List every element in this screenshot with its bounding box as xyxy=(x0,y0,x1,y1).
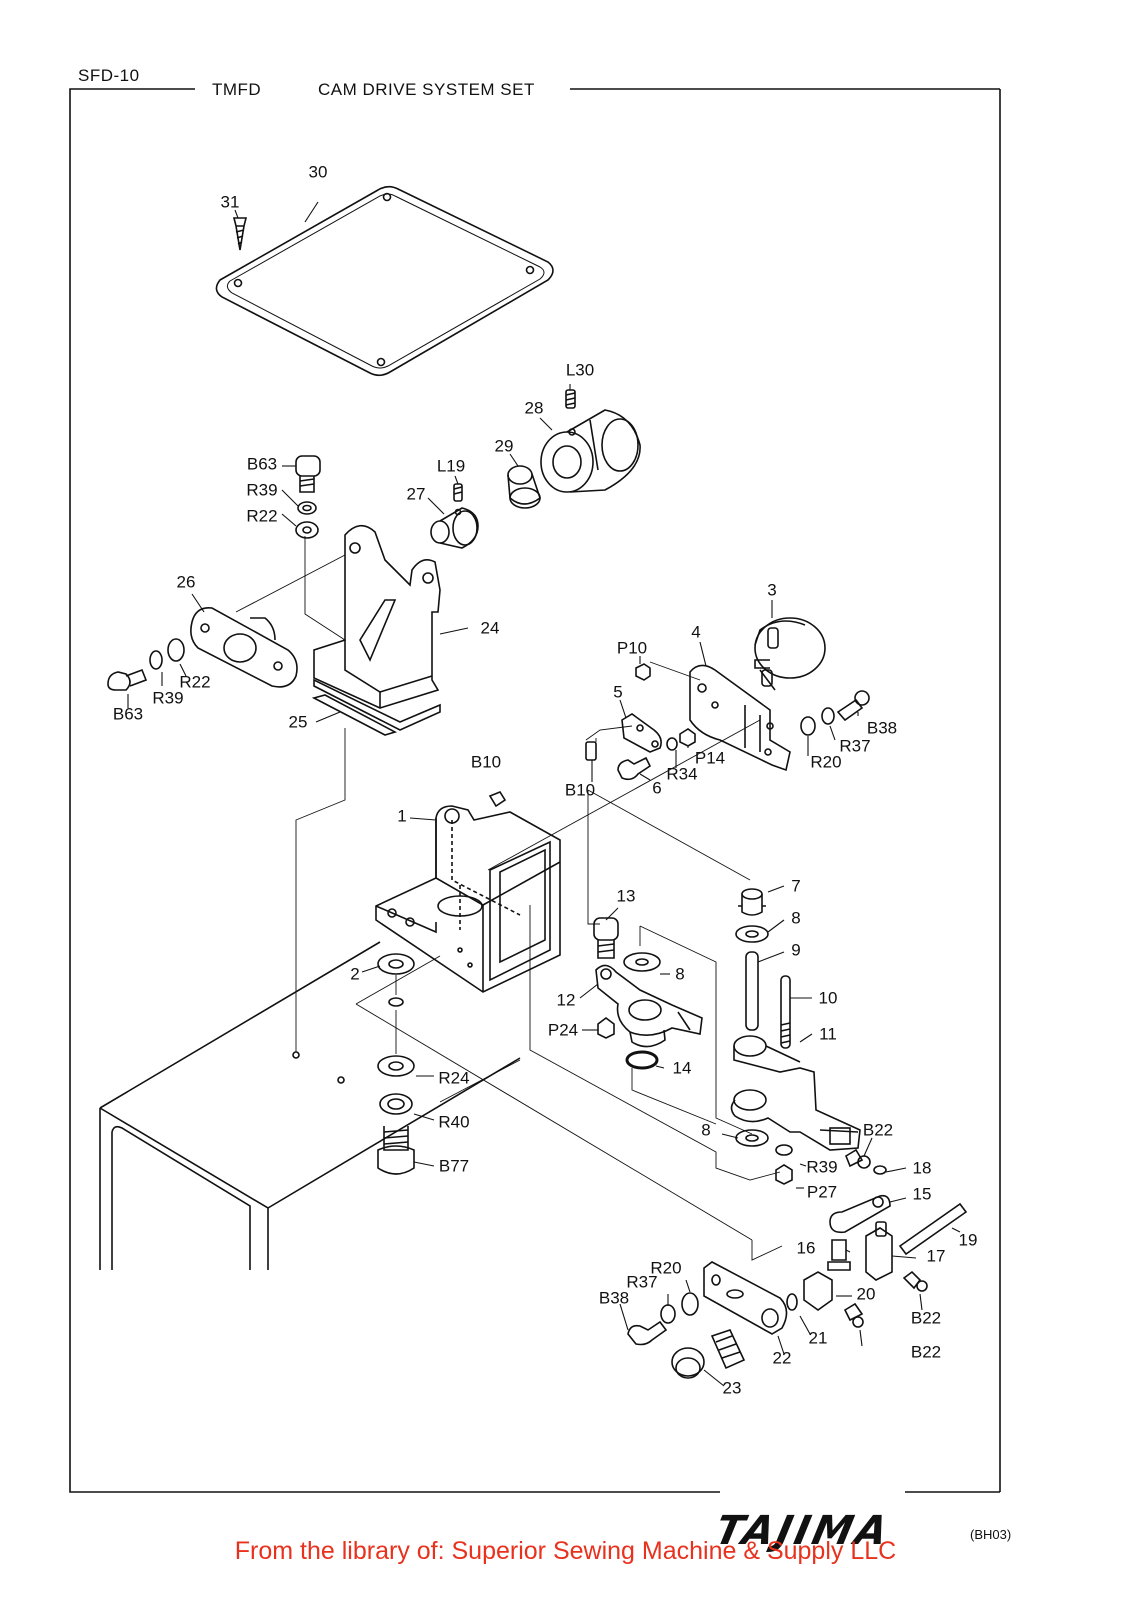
callout-label: B38 xyxy=(866,718,898,738)
callout-label: 2 xyxy=(350,964,360,984)
callout-label: 27 xyxy=(406,484,426,504)
part-collar-27 xyxy=(430,507,479,549)
callout-label: 29 xyxy=(494,436,514,456)
page-code: (BH03) xyxy=(970,1527,1012,1542)
callout-label: B10 xyxy=(564,780,596,800)
part-bushing-29 xyxy=(507,465,541,509)
callout-label: 1 xyxy=(397,806,407,826)
callout-label: 7 xyxy=(791,876,801,896)
part-screw-31 xyxy=(232,217,248,251)
callout-label: R39 xyxy=(246,480,278,500)
part-bracket-24 xyxy=(313,524,441,709)
part-coupling-28 xyxy=(540,409,641,493)
callout-label: 30 xyxy=(308,162,328,182)
callout-label: 19 xyxy=(958,1230,978,1250)
part-shim-25 xyxy=(313,678,441,731)
part-bushing-7 xyxy=(738,888,766,916)
page-title: CAM DRIVE SYSTEM SET xyxy=(310,80,543,100)
callout-label: B38 xyxy=(598,1288,630,1308)
callout-label: B77 xyxy=(438,1156,470,1176)
part-block-17 xyxy=(865,1227,893,1281)
callout-label: R22 xyxy=(179,672,211,692)
callout-label: L19 xyxy=(436,456,466,476)
callout-label: R39 xyxy=(152,688,184,708)
callout-label: B22 xyxy=(862,1120,894,1140)
callout-label: R37 xyxy=(626,1272,658,1292)
callout-label: R20 xyxy=(650,1258,682,1278)
part-bolt-b63-top xyxy=(295,455,321,493)
callout-label: L30 xyxy=(565,360,595,380)
callout-label: R20 xyxy=(810,752,842,772)
part-lever-5 xyxy=(621,713,662,753)
part-screw-b10 xyxy=(585,741,597,761)
part-lever-12 xyxy=(595,964,703,1048)
callout-label: B63 xyxy=(112,704,144,724)
part-motor-3 xyxy=(754,617,826,691)
callout-label: 9 xyxy=(791,940,801,960)
callout-label: 6 xyxy=(652,778,662,798)
library-note: From the library of: Superior Sewing Mac… xyxy=(234,1537,897,1565)
callout-label: R40 xyxy=(438,1112,470,1132)
callout-label: R37 xyxy=(839,736,871,756)
callout-label: 23 xyxy=(722,1378,742,1398)
part-cover-plate xyxy=(215,185,554,377)
part-mount-plate-4 xyxy=(689,664,791,772)
callout-label: 17 xyxy=(926,1246,946,1266)
callout-label: 18 xyxy=(912,1158,932,1178)
part-plate-22 xyxy=(703,1261,788,1335)
callout-label: 8 xyxy=(791,908,801,928)
part-link-15 xyxy=(829,1194,891,1234)
part-main-bracket-1 xyxy=(375,805,561,993)
callout-label: 24 xyxy=(480,618,500,638)
callout-label: 5 xyxy=(613,682,623,702)
callout-label: 3 xyxy=(767,580,777,600)
callout-label: P24 xyxy=(547,1020,579,1040)
callout-label: 10 xyxy=(818,988,838,1008)
callout-label: 21 xyxy=(808,1328,828,1348)
model-name: TMFD xyxy=(206,80,268,100)
callout-label: R24 xyxy=(438,1068,470,1088)
callout-label: P14 xyxy=(694,748,726,768)
callout-label: B63 xyxy=(246,454,278,474)
machine-table xyxy=(99,941,521,1270)
callout-label: 16 xyxy=(796,1238,816,1258)
part-bolt-b77 xyxy=(377,1126,415,1175)
callout-label: 14 xyxy=(672,1058,692,1078)
callout-label: 8 xyxy=(701,1120,711,1140)
callout-label: 28 xyxy=(524,398,544,418)
callout-label: R22 xyxy=(246,506,278,526)
part-shaft-9 xyxy=(745,951,759,1031)
part-bolt-13 xyxy=(593,917,619,959)
callout-label: 20 xyxy=(856,1284,876,1304)
callout-label: R39 xyxy=(806,1157,838,1177)
callout-label: 25 xyxy=(288,712,308,732)
callout-label: 13 xyxy=(616,886,636,906)
callout-label: R34 xyxy=(666,764,698,784)
part-bolt-23 xyxy=(671,1329,746,1379)
part-arm-11 xyxy=(730,1035,861,1151)
callout-label: P10 xyxy=(616,638,648,658)
callout-label: 26 xyxy=(176,572,196,592)
callout-label: 22 xyxy=(772,1348,792,1368)
callout-label: 11 xyxy=(819,1024,837,1044)
callout-label: 31 xyxy=(220,192,240,212)
callout-label: 8 xyxy=(675,964,685,984)
callout-label: 15 xyxy=(912,1184,932,1204)
part-block-20 xyxy=(803,1271,833,1311)
callout-label: B22 xyxy=(910,1342,942,1362)
part-pin-19 xyxy=(898,1202,968,1256)
callout-label: 12 xyxy=(556,990,576,1010)
part-plate-26 xyxy=(190,606,298,688)
frame-border xyxy=(69,88,720,1493)
callout-label: 4 xyxy=(691,622,701,642)
callout-label: B10 xyxy=(470,752,502,772)
callout-label: P27 xyxy=(806,1182,838,1202)
part-shaft-10 xyxy=(780,975,791,1049)
callout-label: B22 xyxy=(910,1308,942,1328)
doc-id: SFD-10 xyxy=(78,66,140,86)
